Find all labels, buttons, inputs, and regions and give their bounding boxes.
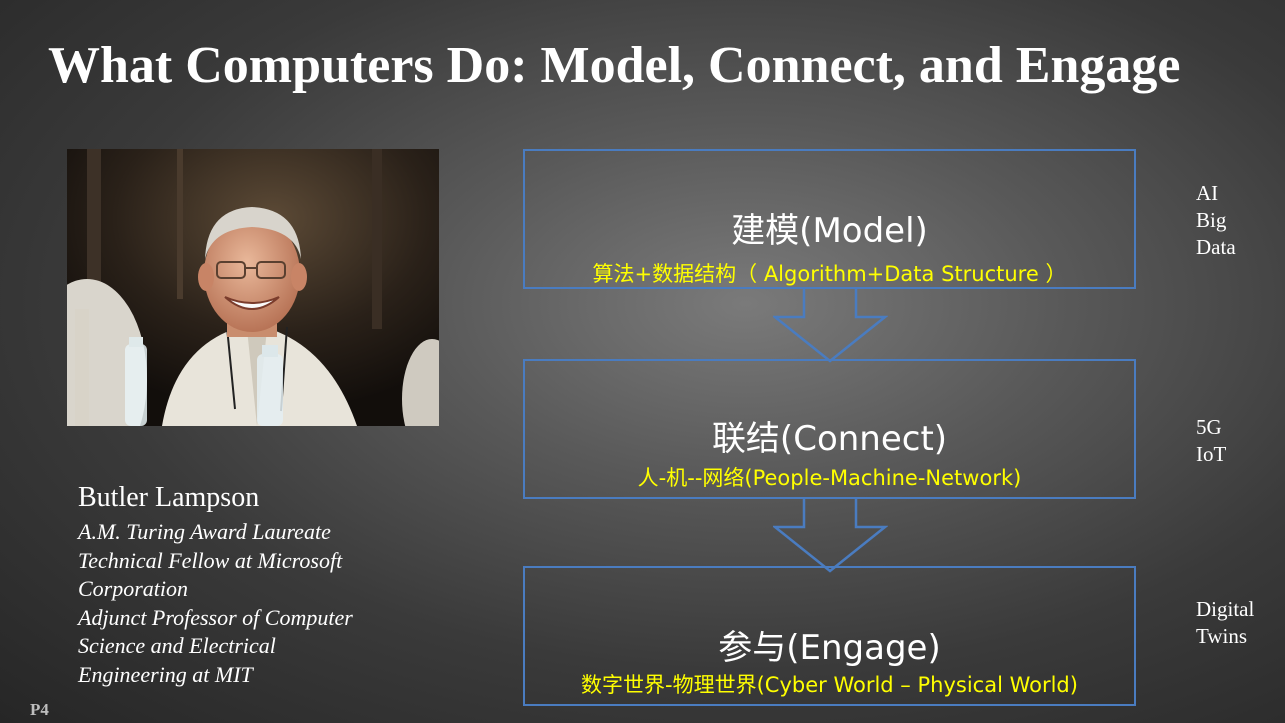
side-label-line: Twins [1196,624,1248,648]
side-label-engage: Digital Twins [1196,596,1254,650]
person-credential-line: Science and Electrical [78,633,276,658]
person-credential-line: A.M. Turing Award Laureate [78,519,331,544]
down-arrow-icon [773,289,888,363]
engage-box-subtitle: 数字世界-物理世界(Cyber World – Physical World) [581,673,1078,697]
side-label-line: Big [1196,208,1227,232]
person-credential-line: Engineering at MIT [78,661,253,687]
person-name: Butler Lampson [78,482,260,513]
side-label-line: Digital [1196,597,1255,621]
connect-box-subtitle: 人-机--网络(People-Machine-Network) [637,466,1022,490]
side-label-line: IoT [1196,442,1227,466]
connect-box-title: 联结(Connect) [711,419,948,459]
engage-box: 参与(Engage) 数字世界-物理世界(Cyber World – Physi… [523,566,1136,706]
person-credential-line: Corporation [78,576,189,601]
model-box: 建模(Model) 算法+数据结构（ Algorithm+Data Struct… [523,149,1136,289]
connect-box: 联结(Connect) 人-机--网络(People-Machine-Netwo… [523,359,1136,499]
model-box-subtitle: 算法+数据结构（ Algorithm+Data Structure ） [592,262,1067,286]
portrait-photo [67,149,439,426]
model-box-title: 建模(Model) [731,211,928,251]
side-label-line: 5G [1196,415,1222,439]
person-credential-line: Adjunct Professor of Computer [78,604,353,630]
side-label-connect: 5G IoT [1196,414,1226,468]
page-number: P4 [30,700,49,719]
engage-box-title: 参与(Engage) [718,628,941,668]
side-label-line: AI [1196,181,1219,205]
person-credential-line: Technical Fellow at Microsoft [78,547,343,573]
down-arrow-icon [773,499,888,573]
side-label-line: Data [1196,235,1236,259]
slide-title: What Computers Do: Model, Connect, and E… [48,37,1181,94]
side-label-model: AI Big Data [1196,180,1236,261]
person-info: Butler Lampson A.M. Turing Award Laureat… [78,482,353,689]
